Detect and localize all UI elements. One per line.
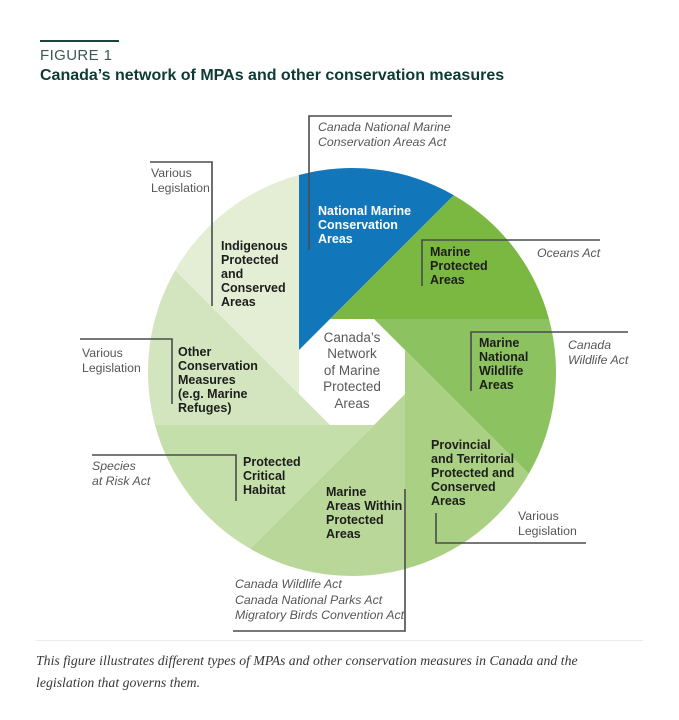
segment-label-protected-critical-habitat: Protected Critical Habitat: [243, 455, 301, 497]
legislation-label-various-legislation-other: Various Legislation: [82, 346, 141, 375]
wheel-center-label: Canada’s Network of Marine Protected Are…: [323, 329, 381, 411]
callout-line-nmca: [308, 115, 452, 250]
segment-label-indigenous-protected-conserved-areas: Indigenous Protected and Conserved Areas: [221, 239, 288, 309]
caption-divider: [36, 640, 643, 641]
segment-label-marine-protected-areas: Marine Protected Areas: [430, 245, 488, 287]
segment-wedge-2: [330, 195, 549, 319]
legislation-label-nmca-act: Canada National Marine Conservation Area…: [318, 120, 451, 149]
segment-wedge-1: [299, 167, 454, 350]
callout-line-marine-protected: [421, 239, 600, 286]
legislation-label-marine-areas-acts: Canada Wildlife Act Canada National Park…: [235, 577, 405, 623]
legislation-label-various-legislation-indigenous: Various Legislation: [151, 166, 210, 195]
segment-wedge-3: [374, 319, 557, 474]
segment-label-other-conservation-measures: Other Conservation Measures (e.g. Marine…: [178, 345, 258, 415]
segment-label-marine-national-wildlife-areas: Marine National Wildlife Areas: [479, 336, 529, 392]
figure-label: FIGURE 1: [40, 47, 113, 64]
segment-label-provincial-territorial: Provincial and Territorial Protected and…: [431, 438, 515, 508]
segment-wedge-8: [175, 175, 299, 394]
callout-line-other-measures: [80, 338, 173, 404]
header-rule: [40, 40, 119, 42]
callout-line-critical-habitat: [92, 454, 237, 501]
legislation-label-canada-wildlife-act: Canada Wildlife Act: [568, 338, 629, 367]
figure-caption: This figure illustrates different types …: [36, 653, 578, 690]
legislation-label-various-legislation-provincial: Various Legislation: [518, 509, 577, 538]
callout-line-marine-areas: [233, 489, 406, 632]
segment-label-national-marine-conservation-areas: National Marine Conservation Areas: [318, 204, 412, 246]
legislation-label-species-at-risk-act: Species at Risk Act: [92, 459, 151, 488]
segment-wedge-5: [250, 394, 405, 577]
legislation-label-oceans-act: Oceans Act: [537, 246, 601, 260]
segment-label-marine-areas-within-protected-areas: Marine Areas Within Protected Areas: [326, 485, 403, 541]
figure-title: Canada’s network of MPAs and other conse…: [40, 67, 505, 84]
callout-line-wildlife-areas: [470, 331, 628, 391]
segment-wedge-6: [155, 425, 374, 549]
segment-wedge-7: [147, 270, 330, 425]
callout-line-indigenous: [150, 161, 213, 306]
callout-line-provincial: [435, 513, 586, 544]
